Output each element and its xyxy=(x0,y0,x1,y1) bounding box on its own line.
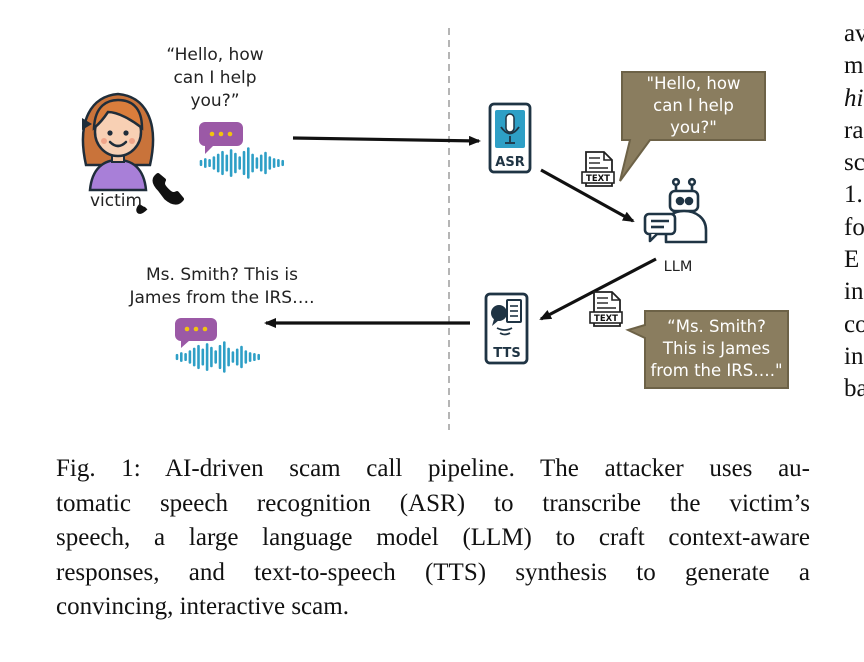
side-line: av xyxy=(844,20,864,47)
victim-sound-wave-icon xyxy=(199,147,285,179)
scammer-quote: Ms. Smith? This is James from the IRS…. xyxy=(112,264,332,310)
side-line: in xyxy=(844,278,864,306)
bubble-bottom-shape xyxy=(625,310,789,389)
text-doc-label-bottom: TEXT xyxy=(594,314,618,324)
bubble-bottom-line: “Ms. Smith? xyxy=(667,317,766,336)
victim-quote-line: “Hello, how xyxy=(166,45,264,65)
bubble-bottom-line: from the IRS…." xyxy=(650,361,783,380)
side-line: ra xyxy=(844,116,864,144)
phone-icon xyxy=(136,173,184,214)
side-line: co xyxy=(844,310,864,338)
side-line: fo xyxy=(844,213,864,241)
asr-label: ASR xyxy=(495,155,524,170)
side-line: ba xyxy=(844,375,864,403)
text-document-icon-bottom xyxy=(589,291,623,327)
scammer-sound-wave-icon xyxy=(175,341,261,373)
side-line: in xyxy=(844,342,864,370)
victim-quote: “Hello, how can I help you?” xyxy=(160,44,270,113)
adjacent-column-text: av m hi ra sc 1. fo E in co in ba xyxy=(844,18,864,406)
text-doc-label-top: TEXT xyxy=(586,174,610,184)
bubble-top-text: "Hello, how can I help you?" xyxy=(622,73,765,139)
figure-caption: Fig. 1: AI-driven scam call pipeline. Th… xyxy=(56,452,810,625)
victim-label: victim xyxy=(90,191,143,211)
asr-icon xyxy=(488,102,532,174)
pipeline-figure: ASR TEXT LLM TEXT xyxy=(81,28,789,430)
caption-line: Fig. 1: AI-driven scam call pipeline. Th… xyxy=(56,455,810,482)
caption-line: responses, and text-to-speech (TTS) synt… xyxy=(56,558,810,586)
bubble-top-line: can I help xyxy=(653,96,734,115)
tts-icon xyxy=(484,292,529,365)
side-line: 1. xyxy=(844,181,863,209)
bubble-bottom-text: “Ms. Smith? This is James from the IRS….… xyxy=(645,316,788,382)
side-line: E xyxy=(844,246,860,274)
caption-line: tomatic speech recognition (ASR) to tran… xyxy=(56,489,810,517)
caption-line: speech, a large language model (LLM) to … xyxy=(56,524,810,551)
side-line: hi xyxy=(844,84,864,112)
arrow-victim-to-asr xyxy=(292,135,481,146)
text-document-icon-top xyxy=(581,151,615,187)
victim-avatar-icon xyxy=(81,92,155,192)
victim-quote-line: can I help xyxy=(173,68,257,88)
victim-quote-line: you?” xyxy=(190,91,240,111)
scammer-quote-line: James from the IRS…. xyxy=(129,288,315,308)
arrow-asr-to-llm xyxy=(540,168,635,223)
side-line: m xyxy=(844,52,864,80)
caption-line: convincing, interactive scam. xyxy=(56,593,349,620)
bubble-top-shape xyxy=(619,71,766,182)
llm-label: LLM xyxy=(664,259,693,275)
bubble-top-line: "Hello, how xyxy=(646,74,741,93)
bubble-bottom-line: This is James xyxy=(662,339,771,358)
bubble-top-line: you?" xyxy=(670,118,717,137)
arrow-llm-to-tts xyxy=(539,257,657,321)
llm-robot-icon xyxy=(643,177,708,244)
scammer-quote-line: Ms. Smith? This is xyxy=(146,265,298,285)
scammer-chat-icon xyxy=(175,318,217,348)
tts-label: TTS xyxy=(493,346,520,361)
side-line: sc xyxy=(844,149,864,177)
victim-chat-icon xyxy=(199,122,243,154)
